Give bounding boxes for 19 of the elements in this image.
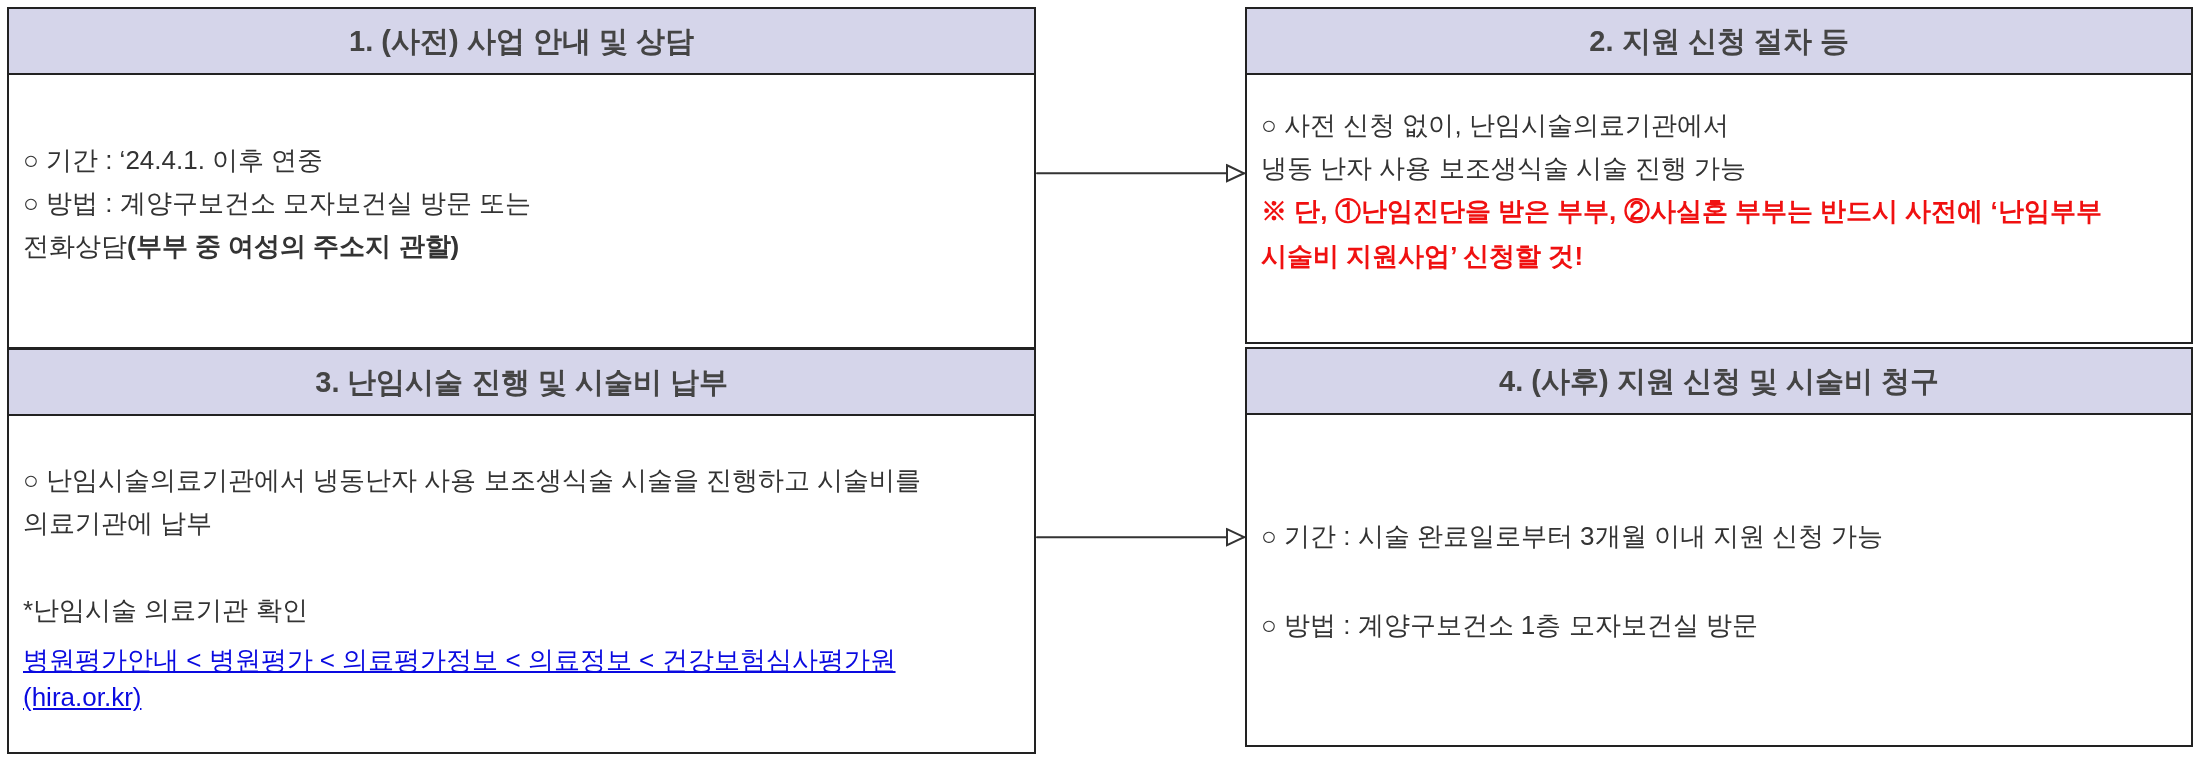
bullet-text: ○ 방법 : 계양구보건소 모자보건실 방문 또는 전화상담(부부 중 여성의 주소지 관할) (23, 187, 533, 263)
bullet-text: ○ 난임시술의료기관에서 냉동난자 사용 보조생식술 시술을 진행하고 시술비를 의료기관에 납부 (23, 464, 923, 540)
arrow (1036, 528, 1245, 547)
box-header: 4. (사후) 지원 신청 및 시술비 청구 (1247, 349, 2191, 415)
warning-text: ※ 단, ①난임진단을 받은 부부, ②사실혼 부부는 반드시 사전에 ‘난임부부 시술비 지원사업’ 신청할 것! (1261, 195, 2103, 273)
bullet-text: ○ 기간 : ‘24.4.1. 이후 연중 (23, 144, 325, 177)
arrow (1036, 164, 1245, 183)
bullet-text: *난임시술 의료기관 확인 (23, 594, 309, 627)
link: 병원평가안내 < 병원평가 < 의료평가정보 < 의료정보 < 건강보험심사평가원(hira.or.kr) (23, 644, 897, 714)
box-header: 3. 난임시술 진행 및 시술비 납부 (9, 350, 1034, 416)
bullet-text: ○ 기간 : 시술 완료일로부터 3개월 이내 지원 신청 가능 (1261, 520, 1885, 553)
bullet-text: ○ 방법 : 계양구보건소 1층 모자보건실 방문 (1261, 609, 1759, 642)
box-header: 1. (사전) 사업 안내 및 상담 (9, 9, 1034, 75)
process-box (7, 348, 1036, 754)
box-header: 2. 지원 신청 절차 등 (1247, 9, 2191, 75)
bullet-text: ○ 사전 신청 없이, 난임시술의료기관에서 냉동 난자 사용 보조생식술 시술 진행 가능 (1261, 109, 1748, 185)
process-box (7, 7, 1036, 349)
process-box (1245, 7, 2193, 344)
process-box (1245, 347, 2193, 747)
